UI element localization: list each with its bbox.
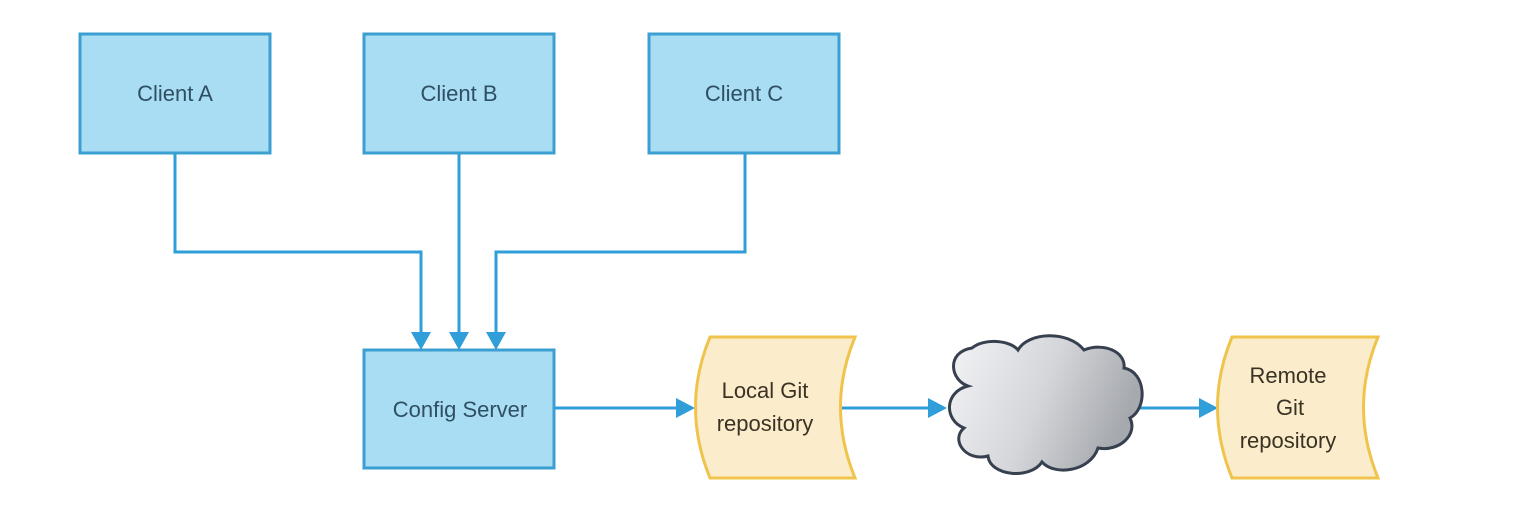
connectors bbox=[173, 153, 1202, 410]
arrowhead-icon bbox=[486, 332, 506, 350]
config-server-label: Config Server bbox=[393, 397, 528, 422]
arrowhead-icon bbox=[411, 332, 431, 350]
client-a-node: Client A bbox=[78, 32, 272, 155]
local-repo-label-line-1: Local Git bbox=[722, 378, 809, 403]
client-c-node: Client C bbox=[647, 32, 841, 155]
config-server-node: Config Server bbox=[362, 348, 556, 470]
arrowhead-icon bbox=[1199, 398, 1218, 418]
edge-client-a-to-server bbox=[173, 153, 423, 334]
arrowheads bbox=[411, 332, 1218, 418]
local-git-repo-node: Local Git repository bbox=[694, 335, 858, 480]
remote-repo-label-line-2: Git bbox=[1276, 395, 1304, 420]
arrowhead-icon bbox=[676, 398, 695, 418]
arrowhead-icon bbox=[449, 332, 469, 350]
client-b-label: Client B bbox=[420, 81, 497, 106]
client-a-label: Client A bbox=[137, 81, 213, 106]
client-c-label: Client C bbox=[705, 81, 783, 106]
remote-repo-label-line-3: repository bbox=[1240, 428, 1337, 453]
cloud-icon bbox=[948, 334, 1144, 475]
edge-client-c-to-server bbox=[494, 153, 747, 334]
client-b-node: Client B bbox=[362, 32, 556, 155]
local-repo-label-line-2: repository bbox=[717, 411, 814, 436]
arrowhead-icon bbox=[928, 398, 947, 418]
remote-repo-label-line-1: Remote bbox=[1249, 363, 1326, 388]
remote-git-repo-node: Remote Git repository bbox=[1216, 335, 1381, 480]
